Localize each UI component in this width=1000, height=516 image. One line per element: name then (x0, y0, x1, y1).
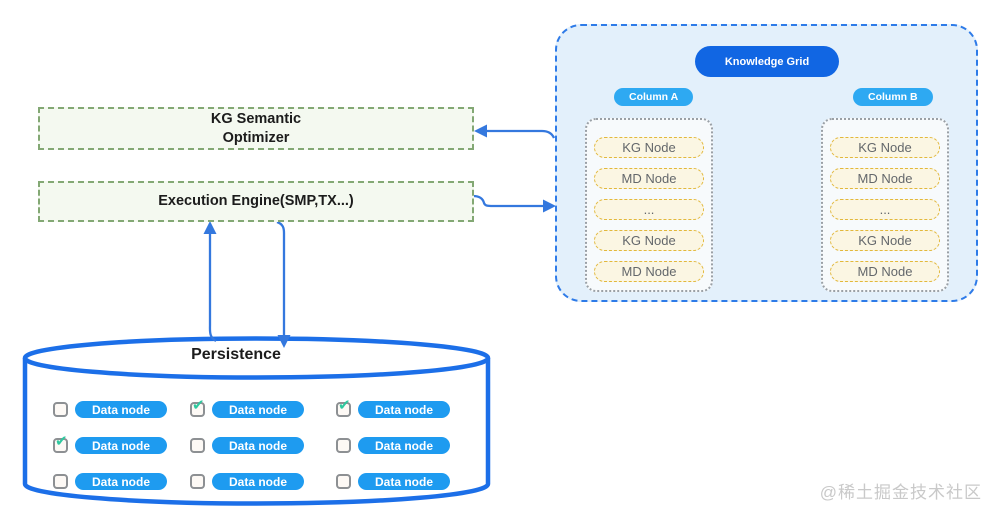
watermark: @稀土掘金技术社区 (819, 483, 982, 502)
kg-semantic-optimizer-box: KG Semantic Optimizer (38, 107, 474, 150)
column-a-label: Column A (614, 88, 694, 106)
persistence-cylinder (22, 336, 491, 506)
check-icon: ✔ (192, 397, 205, 414)
arrow-engine-to-grid (472, 194, 556, 213)
md-node-pill: MD Node (594, 261, 704, 282)
checkbox[interactable]: ✔ (336, 474, 351, 489)
kg-node-pill: KG Node (830, 230, 940, 251)
data-node-cell: ✔ Data node (336, 473, 450, 490)
checkbox[interactable]: ✔ (53, 474, 68, 489)
checkbox[interactable]: ✔ (336, 398, 351, 417)
ellipsis-node-pill: ... (830, 199, 940, 220)
data-node-pill: Data node (358, 437, 450, 454)
data-node-pill: Data node (75, 437, 167, 454)
md-node-pill: MD Node (594, 168, 704, 189)
check-icon: ✔ (55, 433, 68, 450)
checkbox[interactable]: ✔ (336, 438, 351, 453)
data-node-pill: Data node (212, 401, 304, 418)
ellipsis-node-pill: ... (594, 199, 704, 220)
data-node-pill: Data node (358, 473, 450, 490)
knowledge-grid-panel: Knowledge Grid Column A Column B KG Node… (555, 24, 978, 302)
persistence-title: Persistence (191, 346, 281, 363)
md-node-pill: MD Node (830, 168, 940, 189)
kg-node-pill: KG Node (594, 137, 704, 158)
data-node-cell: ✔ Data node (336, 398, 450, 418)
data-node-cell: ✔ Data node (336, 437, 450, 454)
execution-engine-label: Execution Engine(SMP,TX...) (158, 193, 354, 209)
checkbox[interactable]: ✔ (190, 398, 205, 417)
checkbox[interactable]: ✔ (53, 402, 68, 417)
data-node-pill: Data node (358, 401, 450, 418)
checkbox[interactable]: ✔ (190, 474, 205, 489)
kg-node-pill: KG Node (830, 137, 940, 158)
data-node-pill: Data node (212, 473, 304, 490)
data-node-pill: Data node (212, 437, 304, 454)
data-node-cell: ✔ Data node (53, 473, 167, 490)
data-node-pill: Data node (75, 473, 167, 490)
check-icon: ✔ (338, 397, 351, 414)
column-b-box: KG Node MD Node ... KG Node MD Node (821, 118, 949, 292)
data-node-cell: ✔ Data node (190, 437, 304, 454)
md-node-pill: MD Node (830, 261, 940, 282)
arrow-persistence-to-engine (203, 221, 217, 342)
data-node-pill: Data node (75, 401, 167, 418)
checkbox[interactable]: ✔ (190, 438, 205, 453)
execution-engine-box: Execution Engine(SMP,TX...) (38, 181, 474, 222)
kg-node-pill: KG Node (594, 230, 704, 251)
optimizer-label-line1: KG Semantic (210, 110, 302, 127)
data-node-cell: ✔ Data node (190, 398, 304, 418)
optimizer-label-line2: Optimizer (222, 129, 290, 146)
column-a-box: KG Node MD Node ... KG Node MD Node (585, 118, 713, 292)
arrow-engine-to-persistence (276, 220, 291, 348)
column-b-label: Column B (853, 88, 933, 106)
data-node-cell: ✔ Data node (190, 473, 304, 490)
arrow-grid-to-optimizer (474, 124, 556, 139)
knowledge-grid-title: Knowledge Grid (695, 46, 839, 77)
data-node-cell: ✔ Data node (53, 434, 167, 454)
data-node-cell: ✔ Data node (53, 401, 167, 418)
checkbox[interactable]: ✔ (53, 434, 68, 453)
